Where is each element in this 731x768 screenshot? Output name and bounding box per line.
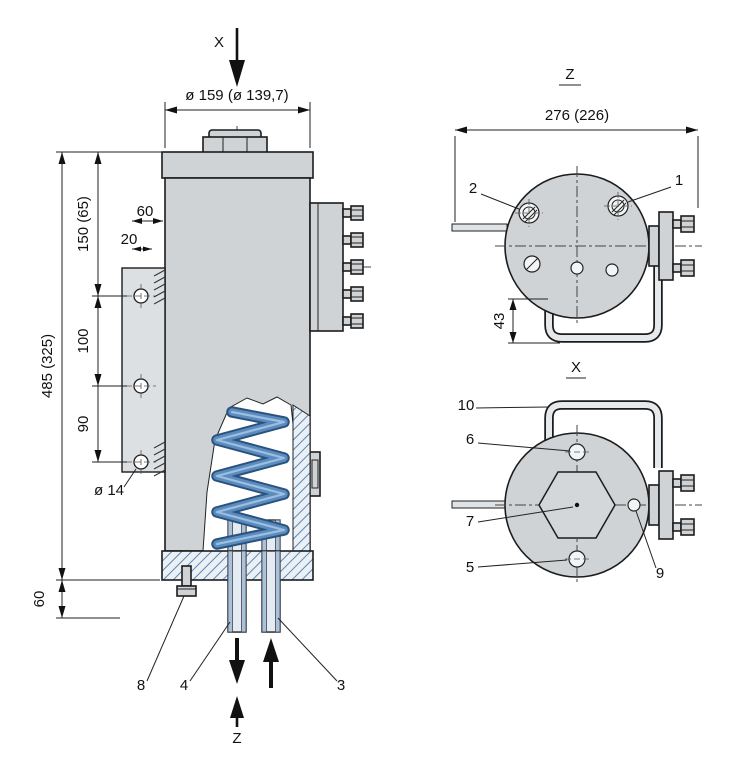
dim-bracket-20-label: 20 [121, 231, 138, 248]
mounting-bracket [121, 267, 166, 477]
center-point [574, 502, 580, 508]
flange-bolts [342, 205, 364, 329]
side-flange [309, 202, 364, 332]
dim-base-60-label: 60 [31, 591, 48, 608]
bracket-hole [126, 284, 156, 308]
svg-text:7: 7 [466, 513, 474, 530]
callout-1: 1 [627, 172, 683, 203]
dim-width-label: 276 (226) [545, 107, 609, 124]
top-cap [161, 151, 314, 179]
dim-43-label: 43 [491, 313, 508, 330]
svg-text:6: 6 [466, 431, 474, 448]
dim-pitch-90: 90 [75, 386, 127, 463]
top-plug-nut [202, 129, 268, 154]
handle-bracket [544, 400, 663, 468]
callout-7: 7 [466, 506, 574, 530]
svg-text:9: 9 [656, 565, 664, 582]
dim-overall-height: 485 (325) [39, 151, 163, 581]
view-z: Z 276 (226) [451, 66, 702, 344]
svg-text:2: 2 [469, 180, 477, 197]
side-pin [451, 223, 508, 232]
threaded-hole-1 [604, 192, 632, 220]
spring [211, 406, 290, 550]
dim-43: 43 [491, 298, 560, 344]
small-port-right [627, 498, 641, 512]
flow-arrow-up-icon [263, 638, 279, 688]
svg-text:4: 4 [180, 677, 188, 694]
axis-z-arrow-icon: Z [230, 696, 244, 747]
callout-5: 5 [466, 559, 568, 576]
callout-8: 8 [137, 595, 185, 694]
handle-bracket [544, 238, 663, 343]
flange-z [648, 211, 695, 281]
dim-diameter-label: ø 159 (ø 139,7) [185, 87, 288, 104]
small-port [570, 261, 584, 275]
dim-base-60: 60 [31, 580, 120, 619]
view-z-label: Z [565, 66, 574, 83]
svg-text:3: 3 [337, 677, 345, 694]
bracket-hole [126, 374, 156, 398]
small-port [605, 263, 619, 277]
front-view: X ø 159 (ø 139,7) [31, 28, 372, 747]
callout-10: 10 [458, 397, 550, 414]
svg-text:8: 8 [137, 677, 145, 694]
callout-4: 4 [180, 621, 231, 694]
dim-diameter: ø 159 (ø 139,7) [164, 87, 311, 148]
dim-pitch-90-label: 90 [75, 416, 92, 433]
pipes-through-plate [227, 550, 281, 633]
dim-pitch-100-label: 100 [75, 328, 92, 353]
port-plug [523, 255, 541, 273]
port-boss [309, 451, 321, 497]
axis-x-arrow-icon: X [214, 28, 245, 87]
callout-2: 2 [469, 180, 520, 210]
dim-upper-150: 150 (65) [75, 152, 127, 297]
dim-hole-dia: ø 14 [94, 468, 137, 499]
svg-text:5: 5 [466, 559, 474, 576]
dim-upper-label: 150 (65) [75, 196, 92, 252]
view-x-label: X [571, 359, 581, 376]
view-x: X [451, 359, 702, 585]
flange-x [648, 470, 695, 540]
callout-3: 3 [277, 617, 345, 694]
cutaway-section [202, 396, 311, 633]
small-port-top [565, 443, 589, 461]
base-bolt [176, 565, 197, 597]
svg-text:10: 10 [458, 397, 475, 414]
callout-6: 6 [466, 431, 571, 452]
dim-pitch-100: 100 [75, 296, 127, 387]
small-port-bottom [565, 550, 589, 568]
threaded-hole-2 [515, 199, 543, 227]
axis-x-label: X [214, 34, 224, 51]
svg-text:1: 1 [675, 172, 683, 189]
dim-bracket-60: 60 [132, 203, 163, 224]
dim-overall-label: 485 (325) [39, 334, 56, 398]
dim-bracket-60-label: 60 [137, 203, 154, 220]
dim-width-276: 276 (226) [454, 107, 699, 222]
dim-hole-dia-label: ø 14 [94, 482, 124, 499]
bracket-hole [126, 450, 156, 474]
dim-bracket-20: 20 [121, 231, 152, 252]
section-hatch-strip [292, 404, 311, 552]
weld-serration-marks [153, 269, 166, 477]
axis-z-label: Z [232, 730, 241, 747]
flow-arrow-down-icon [229, 638, 245, 684]
callout-9: 9 [635, 510, 664, 582]
